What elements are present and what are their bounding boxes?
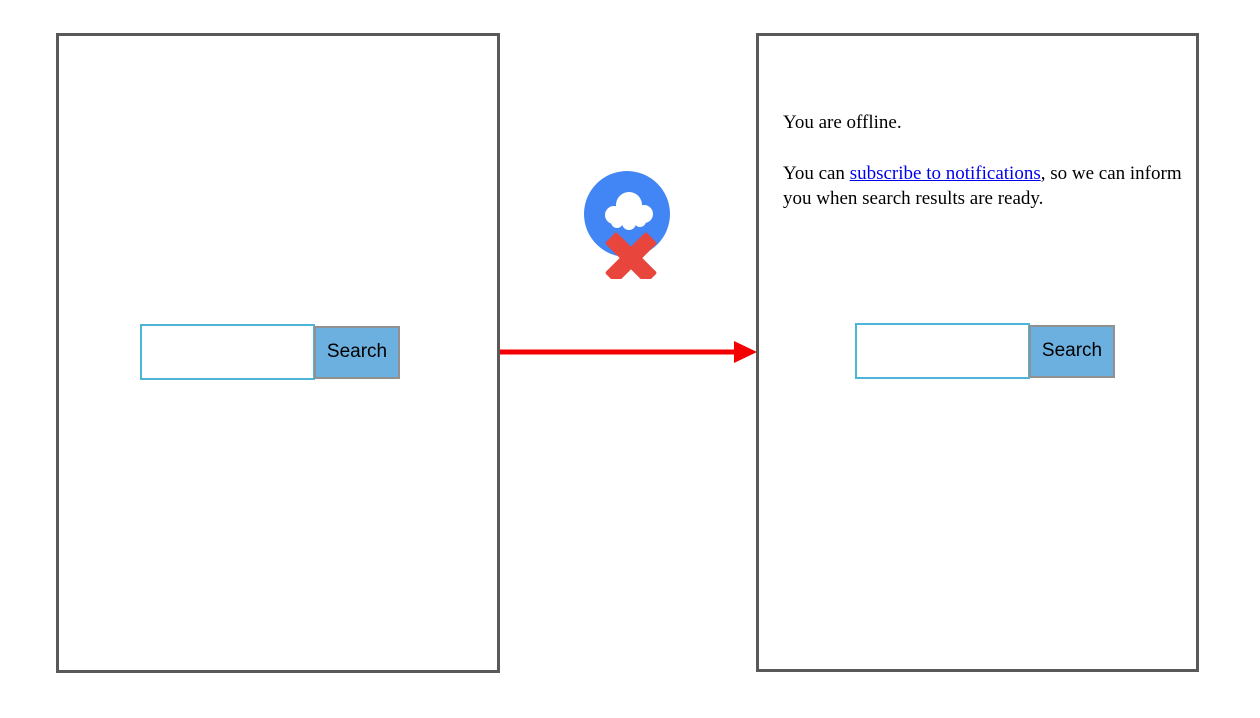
subscribe-paragraph: You can subscribe to notifications, so w… (783, 161, 1191, 211)
offline-status-text: You are offline. (783, 112, 902, 133)
left-search-input[interactable] (140, 324, 315, 380)
left-search-form: Search (140, 324, 400, 380)
left-search-button[interactable]: Search (314, 325, 400, 379)
left-page-mockup: Search (56, 33, 500, 673)
subscribe-text-after: , so we can inform you when search resul… (783, 163, 1182, 209)
subscribe-text-before: You can (783, 163, 850, 184)
right-search-button[interactable]: Search (1029, 324, 1115, 378)
red-arrow-right-icon (500, 341, 757, 363)
right-page-mockup: You are offline. You can subscribe to no… (756, 33, 1199, 672)
offline-message-block: You are offline. You can subscribe to no… (783, 110, 1191, 237)
right-search-input[interactable] (855, 323, 1030, 379)
right-search-form: Search (855, 323, 1115, 379)
cloud-icon (605, 192, 653, 230)
x-icon (605, 232, 657, 279)
subscribe-to-notifications-link[interactable]: subscribe to notifications (849, 163, 1041, 184)
offline-cloud-icon (584, 171, 670, 279)
